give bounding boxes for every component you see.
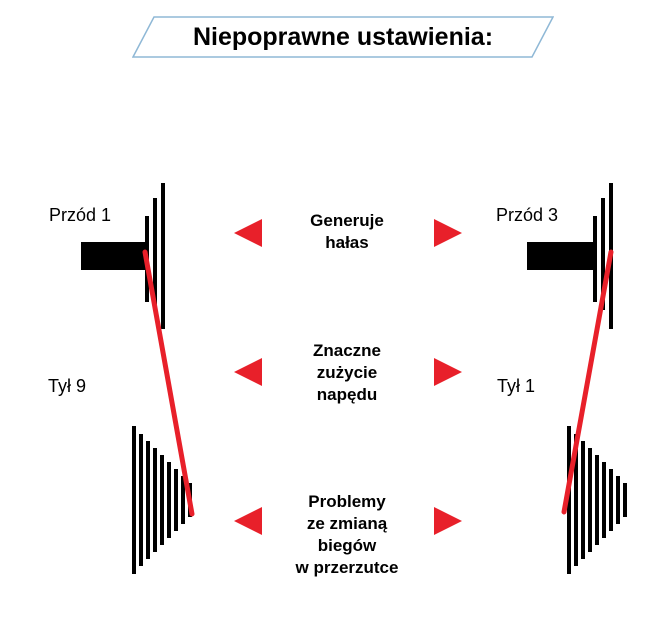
issue-noise-line-2: hałas [325, 233, 369, 252]
issue-wear: Znaczne zużycie napędu [267, 340, 427, 406]
left-chainring-3 [161, 183, 165, 329]
right-sprocket-5 [595, 455, 599, 545]
right-chainring-2 [601, 198, 605, 310]
right-sprocket-6 [602, 462, 606, 538]
issue-noise: Generuje hałas [267, 210, 427, 254]
right-front-label: Przód 3 [496, 205, 559, 225]
right-chain-line [561, 249, 614, 515]
left-sprocket-4 [153, 448, 157, 552]
issue-wear-line-2: zużycie [316, 363, 378, 382]
title-parallelogram [132, 16, 554, 58]
left-crank-arm [81, 242, 147, 270]
right-chainring-1 [593, 216, 597, 302]
issue-shifting-line-4: w przerzutce [295, 558, 399, 577]
arrow-left-icon [234, 219, 262, 247]
issue-shifting-line-3: biegów [317, 536, 377, 555]
right-rear-label: Tył 1 [497, 376, 536, 396]
arrow-left-icon [234, 507, 262, 535]
right-sprocket-2 [574, 434, 578, 566]
issue-noise-line-1: Generuje [310, 211, 384, 230]
right-sprocket-8 [616, 476, 620, 524]
right-sprocket-9 [623, 483, 627, 517]
left-sprocket-7 [174, 469, 178, 531]
left-sprocket-3 [146, 441, 150, 559]
issue-shifting-line-1: Problemy [308, 492, 386, 511]
issue-wear-line-1: Znaczne [312, 341, 382, 360]
right-sprocket-7 [609, 469, 613, 531]
right-crank-arm [527, 242, 597, 270]
left-chain-line [142, 249, 195, 517]
left-cassette [132, 426, 192, 574]
left-sprocket-1 [132, 426, 136, 574]
left-sprocket-8 [181, 476, 185, 524]
right-sprocket-4 [588, 448, 592, 552]
left-chainring-2 [153, 198, 157, 310]
left-front-label: Przód 1 [49, 205, 112, 225]
arrow-right-icon [434, 219, 462, 247]
page-title: Niepoprawne ustawienia: [192, 23, 494, 51]
right-cassette [567, 426, 627, 574]
left-sprocket-2 [139, 434, 143, 566]
arrow-left-icon [234, 358, 262, 386]
right-sprocket-3 [581, 441, 585, 559]
arrow-right-icon [434, 507, 462, 535]
right-sprocket-1 [567, 426, 571, 574]
arrow-right-icon [434, 358, 462, 386]
left-rear-label: Tył 9 [48, 376, 87, 396]
issue-wear-line-3: napędu [316, 385, 378, 404]
issue-shifting: Problemy ze zmianą biegów w przerzutce [267, 491, 427, 579]
left-sprocket-5 [160, 455, 164, 545]
left-sprocket-6 [167, 462, 171, 538]
issue-shifting-line-2: ze zmianą [306, 514, 388, 533]
title-banner: Niepoprawne ustawienia: [132, 16, 554, 58]
